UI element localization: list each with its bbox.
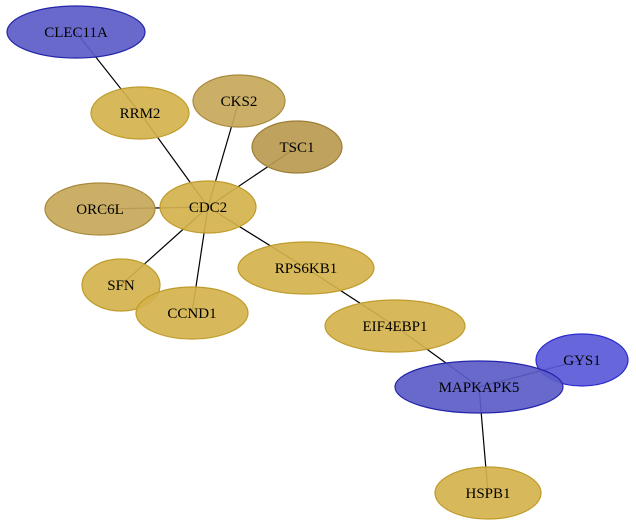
- node-rps6kb1[interactable]: RPS6KB1: [237, 241, 375, 295]
- node-mapkapk5-shape: [394, 360, 564, 414]
- node-mapkapk5-label: MAPKAPK5: [439, 380, 520, 396]
- node-tsc1[interactable]: TSC1: [251, 120, 343, 174]
- node-hspb1-shape: [434, 466, 542, 520]
- node-clec11a-label: CLEC11A: [44, 25, 108, 41]
- node-hspb1[interactable]: HSPB1: [434, 466, 542, 520]
- node-cdc2[interactable]: CDC2: [159, 180, 257, 234]
- node-eif4ebp1[interactable]: EIF4EBP1: [324, 299, 466, 353]
- node-orc6l[interactable]: ORC6L: [44, 182, 156, 236]
- node-eif4ebp1-label: EIF4EBP1: [362, 319, 427, 335]
- node-rrm2[interactable]: RRM2: [90, 86, 190, 140]
- node-tsc1-shape: [251, 120, 343, 174]
- node-clec11a-shape: [6, 5, 146, 59]
- node-orc6l-shape: [44, 182, 156, 236]
- node-sfn-shape: [81, 258, 161, 312]
- node-gys1[interactable]: GYS1: [535, 333, 629, 387]
- node-cks2-label: CKS2: [221, 94, 258, 110]
- node-gys1-label: GYS1: [563, 353, 601, 369]
- node-ccnd1-shape: [135, 286, 249, 340]
- node-hspb1-label: HSPB1: [465, 486, 510, 502]
- node-rrm2-shape: [90, 86, 190, 140]
- node-eif4ebp1-shape: [324, 299, 466, 353]
- node-sfn[interactable]: SFN: [81, 258, 161, 312]
- node-mapkapk5[interactable]: MAPKAPK5: [394, 360, 564, 414]
- node-ccnd1-label: CCND1: [167, 306, 216, 322]
- node-cdc2-label: CDC2: [189, 200, 227, 216]
- node-clec11a[interactable]: CLEC11A: [6, 5, 146, 59]
- node-sfn-label: SFN: [107, 278, 135, 294]
- node-rrm2-label: RRM2: [120, 106, 161, 122]
- node-cdc2-shape: [159, 180, 257, 234]
- node-rps6kb1-shape: [237, 241, 375, 295]
- node-tsc1-label: TSC1: [279, 140, 314, 156]
- node-cks2[interactable]: CKS2: [192, 74, 286, 128]
- node-rps6kb1-label: RPS6KB1: [275, 261, 338, 277]
- node-orc6l-label: ORC6L: [76, 202, 124, 218]
- node-ccnd1[interactable]: CCND1: [135, 286, 249, 340]
- node-gys1-shape: [535, 333, 629, 387]
- node-cks2-shape: [192, 74, 286, 128]
